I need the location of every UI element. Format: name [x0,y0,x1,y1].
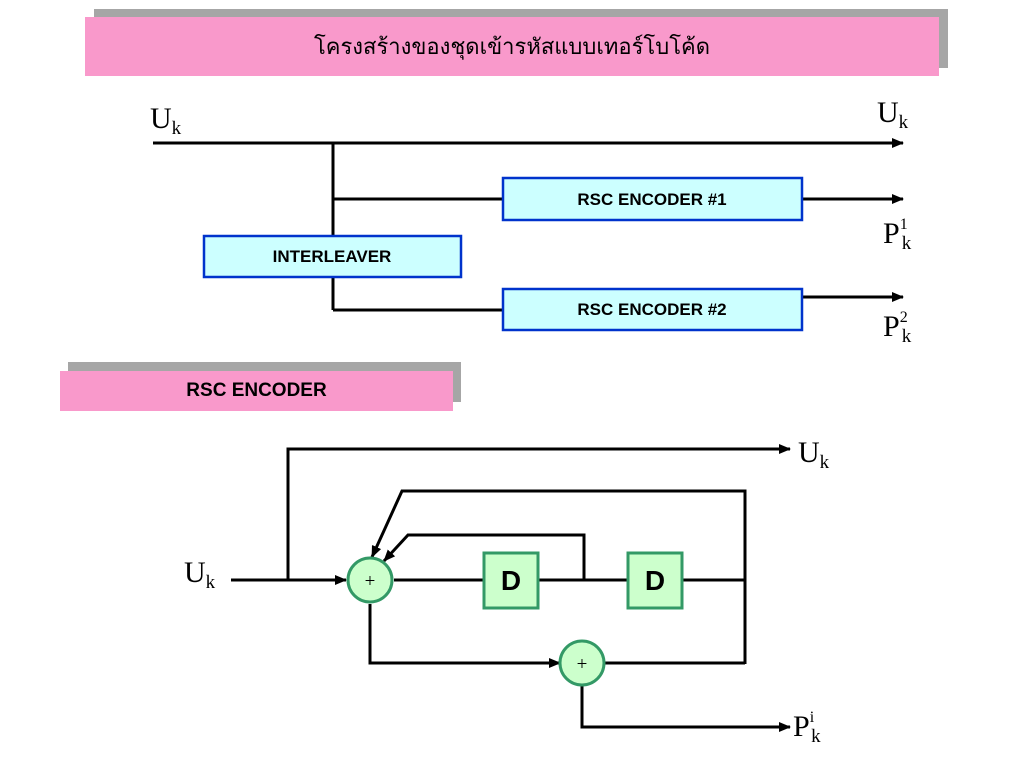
rsc-parity-output [580,686,791,732]
turbo-input-label: Uk [150,102,182,139]
page-title: โครงสร้างของชุดเข้ารหัสแบบเทอร์โบโค้ด [85,17,939,76]
encoder2-box: RSC ENCODER #2 [501,287,804,332]
rsc-adder2: + [558,639,606,687]
turbo-encoder-diagram: RSC ENCODER #1 INTERLEAVER RSC ENCODER #… [150,96,912,347]
adder1-symbol: + [365,571,376,592]
rsc-outer-feedback [370,489,747,664]
encoder1-label: RSC ENCODER #1 [577,190,726,209]
delay1-label: D [501,565,521,596]
rsc-inner-feedback [382,533,586,580]
section-title-text: RSC ENCODER [186,380,327,401]
page-title-text: โครงสร้างของชุดเข้ารหัสแบบเทอร์โบโค้ด [313,35,711,60]
section-title: RSC ENCODER [60,371,453,411]
delay2-label: D [645,565,665,596]
rsc-adder1: + [346,556,394,604]
encoder1-box: RSC ENCODER #1 [501,176,804,222]
interleaver-label: INTERLEAVER [273,247,392,266]
rsc-systematic-label: Uk [798,436,830,473]
adder2-symbol: + [577,654,588,675]
encoder2-label: RSC ENCODER #2 [577,300,726,319]
turbo-output-label: Uk [877,96,909,133]
rsc-input-label: Uk [184,556,216,593]
rsc-delay1: D [482,551,540,610]
rsc-adder1-to-adder2 [368,604,561,668]
rsc-delay2: D [626,551,684,610]
rsc-systematic-path [286,444,791,580]
interleaver-box: INTERLEAVER [202,234,463,279]
